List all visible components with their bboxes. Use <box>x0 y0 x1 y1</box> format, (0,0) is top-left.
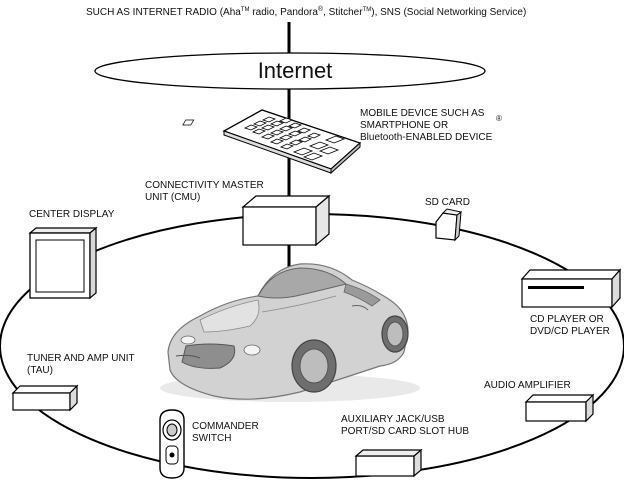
mobile-registered-mark: ® <box>496 114 502 123</box>
internet-label: Internet <box>257 58 333 83</box>
aux-hub-line1: AUXILIARY JACK/USB <box>341 414 445 425</box>
tau-label: TUNER AND AMP UNIT (TAU) <box>27 353 135 377</box>
registered-mark: ® <box>317 6 324 13</box>
tm-mark-1: TM <box>240 7 250 13</box>
mobile-label-line3: Bluetooth-ENABLED DEVICE <box>360 132 493 143</box>
cmu-label: CONNECTIVITY MASTER UNIT (CMU) <box>145 180 264 204</box>
cd-player-line2: DVD/CD PLAYER <box>530 326 610 337</box>
commander-switch-label: COMMANDER SWITCH <box>192 421 259 445</box>
sd-card-icon <box>435 208 463 242</box>
internet-cloud <box>94 52 486 90</box>
cd-player-line1: CD PLAYER OR <box>530 314 604 325</box>
tau-unit-icon <box>11 384 79 412</box>
mobile-device-label: MOBILE DEVICE SUCH AS SMARTPHONE OR Blue… <box>360 108 492 144</box>
aux-hub-line2: PORT/SD CARD SLOT HUB <box>341 426 469 437</box>
header-text-3: , Stitcher <box>323 7 363 18</box>
audio-amplifier-label: AUDIO AMPLIFIER <box>484 380 571 391</box>
tau-label-line1: TUNER AND AMP UNIT <box>27 353 135 364</box>
header-text-2: radio, Pandora <box>249 7 318 18</box>
header-text-4: ), SNS (Social Networking Service) <box>371 7 527 18</box>
cd-player-label: CD PLAYER OR DVD/CD PLAYER <box>530 314 610 338</box>
commander-switch-icon <box>159 409 185 479</box>
tau-label-line2: (TAU) <box>27 365 53 376</box>
audio-amplifier-icon <box>524 393 595 423</box>
mobile-label-line2: SMARTPHONE OR <box>360 120 449 131</box>
cmu-label-line1: CONNECTIVITY MASTER <box>145 180 264 191</box>
center-display-label: CENTER DISPLAY <box>29 209 115 220</box>
mobile-label-line1: MOBILE DEVICE SUCH AS <box>360 108 485 119</box>
commander-line2: SWITCH <box>192 433 232 444</box>
aux-hub-icon <box>354 448 423 478</box>
car-illustration <box>160 263 420 402</box>
cd-player-icon <box>520 268 622 309</box>
header-services-label: SUCH AS INTERNET RADIO (AhaTM radio, Pan… <box>86 4 526 19</box>
cmu-box-icon <box>241 194 331 247</box>
header-text-1: SUCH AS INTERNET RADIO (Aha <box>86 7 241 18</box>
cmu-label-line2: UNIT (CMU) <box>145 192 201 203</box>
commander-line1: COMMANDER <box>192 421 259 432</box>
aux-hub-label: AUXILIARY JACK/USB PORT/SD CARD SLOT HUB <box>341 414 469 438</box>
center-display-icon <box>28 226 98 300</box>
tm-mark-2: TM <box>362 7 372 13</box>
sd-card-label: SD CARD <box>425 197 471 208</box>
mobile-device-icon <box>182 109 362 175</box>
